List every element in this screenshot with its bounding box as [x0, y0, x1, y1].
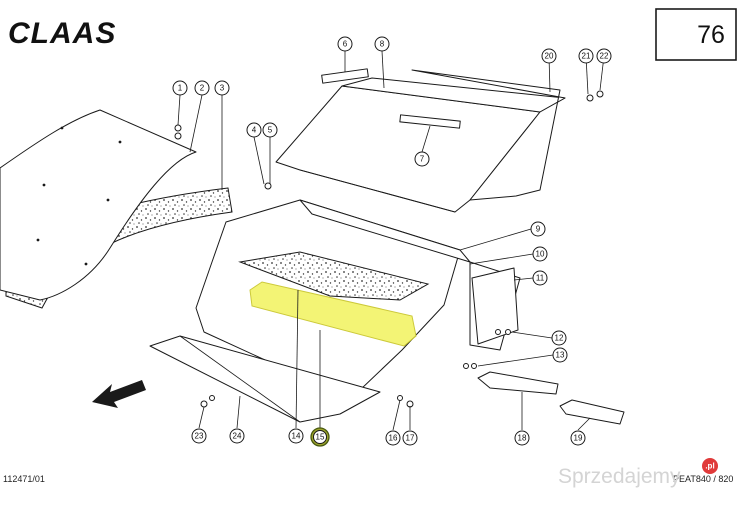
callout-5: 5	[262, 122, 278, 138]
callout-10: 10	[532, 246, 548, 262]
page-number: 76	[697, 21, 725, 49]
callout-3: 3	[214, 80, 230, 96]
callout-24: 24	[229, 428, 245, 444]
callout-6: 6	[337, 36, 353, 52]
svg-text:15: 15	[316, 433, 325, 442]
fasteners	[174, 90, 604, 408]
svg-text:14: 14	[292, 432, 301, 441]
callout-4: 4	[246, 122, 262, 138]
callout-13: 13	[552, 347, 568, 363]
callout-22: 22	[596, 48, 612, 64]
watermark-badge-label: .pl	[705, 462, 714, 471]
left-cover-plate	[0, 109, 233, 309]
callout-15-highlighted: 15	[310, 427, 330, 447]
lower-deflector	[149, 335, 381, 423]
svg-text:22: 22	[600, 52, 609, 61]
right-side-plate	[471, 267, 519, 345]
brand-logo: CLAAS	[8, 17, 116, 50]
page-number-box	[655, 8, 737, 61]
svg-text:16: 16	[389, 434, 398, 443]
svg-text:21: 21	[582, 52, 591, 61]
svg-text:9: 9	[536, 225, 541, 234]
bracket-19	[559, 399, 625, 425]
callout-18: 18	[514, 430, 530, 446]
svg-text:19: 19	[574, 434, 583, 443]
svg-text:24: 24	[233, 432, 242, 441]
callout-20: 20	[541, 48, 557, 64]
svg-text:4: 4	[252, 126, 257, 135]
svg-text:10: 10	[536, 250, 545, 259]
svg-text:11: 11	[536, 274, 545, 283]
svg-text:2: 2	[200, 84, 205, 93]
callout-7: 7	[414, 151, 430, 167]
svg-text:20: 20	[545, 52, 554, 61]
svg-text:18: 18	[518, 434, 527, 443]
svg-text:8: 8	[380, 40, 385, 49]
watermark-text: Sprzedajemy	[558, 465, 681, 488]
sheet-reference: PEAT840 / 820	[673, 474, 733, 484]
callout-23: 23	[191, 428, 207, 444]
callout-19: 19	[570, 430, 586, 446]
svg-text:23: 23	[195, 432, 204, 441]
callout-16: 16	[385, 430, 401, 446]
watermark-badge	[702, 458, 718, 474]
callout-12: 12	[551, 330, 567, 346]
callout-9: 9	[530, 221, 546, 237]
highlighted-part-15	[249, 281, 417, 347]
svg-text:17: 17	[406, 434, 415, 443]
drawing-number: 112471/01	[3, 474, 45, 484]
callout-11: 11	[532, 270, 548, 286]
svg-text:13: 13	[556, 351, 565, 360]
callout-21: 21	[578, 48, 594, 64]
upper-chute	[275, 68, 566, 213]
callout-14: 14	[288, 428, 304, 444]
svg-text:6: 6	[343, 40, 348, 49]
svg-text:12: 12	[555, 334, 564, 343]
leader-lines	[177, 50, 605, 431]
callout-2: 2	[194, 80, 210, 96]
svg-text:7: 7	[420, 155, 425, 164]
callout-8: 8	[374, 36, 390, 52]
callout-17: 17	[402, 430, 418, 446]
svg-text:1: 1	[178, 84, 183, 93]
callout-group: 1 2 3 4 5 6 7 8 9 10 11 12 13 14 15 16 1…	[172, 36, 612, 447]
svg-text:5: 5	[268, 126, 273, 135]
travel-direction-arrow-icon	[92, 380, 146, 408]
svg-text:3: 3	[220, 84, 225, 93]
bracket-18	[477, 371, 559, 395]
callout-1: 1	[172, 80, 188, 96]
